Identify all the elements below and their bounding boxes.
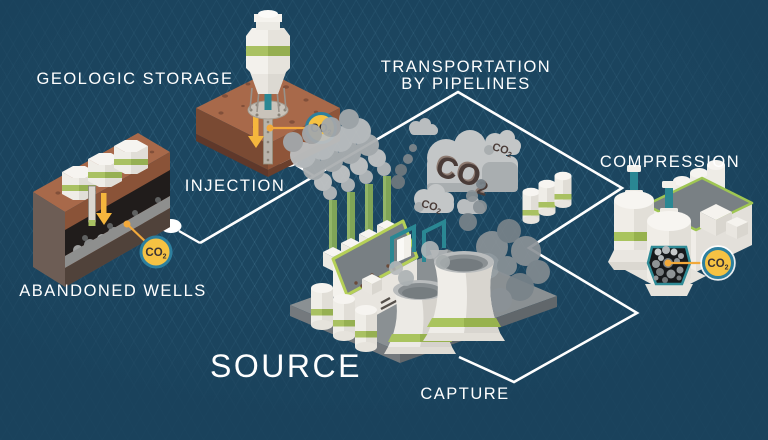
compression-tank-porthole — [645, 181, 693, 296]
plant-tank — [333, 294, 355, 341]
geologic-storage-label: GEOLOGIC STORAGE — [37, 70, 234, 88]
smokestack-smoke — [283, 109, 391, 200]
co2-badge: CO2 — [139, 235, 173, 269]
transportation-label-line2: BY PIPELINES — [401, 75, 531, 93]
co2-cloud-small: CO2 — [414, 184, 454, 216]
injection-pipe — [263, 111, 273, 165]
soil-block-left-face — [196, 108, 268, 170]
co2-badge-text: CO2 — [145, 247, 166, 261]
injection-label: INJECTION — [185, 177, 286, 195]
pipeline-tank — [522, 187, 540, 224]
roof-cube — [362, 274, 382, 295]
co2-badge: CO2 — [702, 247, 734, 279]
factory-roof — [331, 219, 419, 297]
capture-label: CAPTURE — [420, 385, 509, 403]
abandoned-well-pipe — [88, 185, 96, 226]
co2-bubbles — [652, 246, 684, 283]
cooling-tower — [423, 251, 505, 341]
pipeline-tank — [538, 179, 556, 216]
foreground-steam — [389, 241, 450, 286]
smokestacks — [329, 176, 391, 254]
abandoned-wells-label: ABANDONED WELLS — [19, 282, 207, 300]
transportation-label-line1: TRANSPORTATION — [381, 58, 551, 76]
source-label: SOURCE — [210, 348, 362, 384]
co2-cloud-text: CO2 — [490, 141, 513, 159]
co2-callout: CO2 — [123, 220, 173, 269]
co2-cloud-tiny — [409, 118, 438, 135]
smoke-trail — [391, 144, 417, 189]
plant-tank — [355, 305, 377, 352]
co2-badge-text: CO2 — [707, 258, 728, 272]
abandoned-wells-site: CO2 — [33, 133, 173, 287]
soil-block-left-lip — [196, 134, 268, 177]
injection-wellhead — [246, 10, 290, 120]
co2-cloud-text: CO2 — [420, 198, 443, 216]
source-plant — [283, 109, 557, 363]
block-cross-section — [65, 152, 170, 287]
roof-cubes — [700, 204, 748, 239]
co2-clouds: CO2 CO2 CO2 — [391, 118, 521, 216]
plant-tank — [311, 283, 333, 330]
block-left-face — [33, 192, 65, 287]
co2-cloud-small: CO2 — [484, 130, 521, 159]
down-arrow-icon — [248, 112, 264, 148]
pipeline-tanks — [522, 171, 572, 224]
capture-smoke — [459, 179, 550, 312]
down-arrow-icon — [96, 193, 112, 225]
compression-label: COMPRESSION — [600, 153, 740, 171]
well-tank — [114, 140, 148, 174]
co2-callout: CO2 — [664, 245, 736, 281]
compression-plant: CO2 — [608, 160, 754, 296]
stage-labels: GEOLOGIC STORAGE TRANSPORTATION BY PIPEL… — [19, 58, 740, 403]
pipeline-tank — [554, 171, 572, 208]
